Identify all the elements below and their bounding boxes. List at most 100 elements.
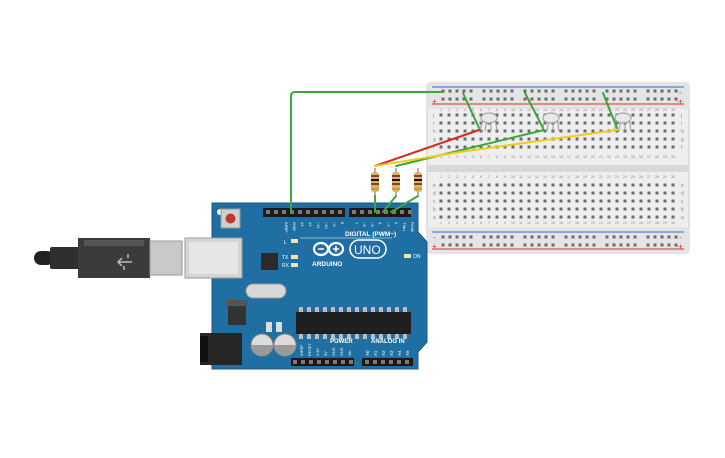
column-number-label: 3 [456,175,458,179]
header-pin-hole[interactable] [266,210,270,214]
header-pin-hole[interactable] [392,210,396,214]
breadboard-hole [655,137,659,141]
column-number-label: 4 [464,108,466,112]
resistor-2[interactable] [392,168,400,196]
header-pin-hole[interactable] [293,360,297,364]
breadboard-hole [439,215,443,219]
chip-pin [395,307,399,312]
header-pin-hole[interactable] [349,360,353,364]
rail-hole [646,243,650,247]
header-pin-hole[interactable] [330,210,334,214]
column-number-label: 25 [631,175,635,179]
header-pin-hole[interactable] [325,360,329,364]
breadboard-hole [495,113,499,117]
row-letter-label: e [681,183,684,189]
header-pin-hole[interactable] [306,210,310,214]
column-number-label: 3 [456,108,458,112]
wire-led1-gnd-green[interactable] [462,92,480,129]
breadboard-hole [615,207,619,211]
rail-hole [551,89,555,93]
row-letter-label: c [681,199,684,205]
header-pin-hole[interactable] [290,210,294,214]
header-pin-hole[interactable] [405,360,409,364]
header-pin-hole[interactable] [333,360,337,364]
header-pin-hole[interactable] [389,360,393,364]
breadboard-hole [559,121,563,125]
breadboard-hole [439,183,443,187]
breadboard-hole [543,207,547,211]
rail-hole [626,243,630,247]
usb-cable-icon[interactable] [34,238,183,278]
header-pin-hole[interactable] [400,210,404,214]
header-pin-hole[interactable] [309,360,313,364]
header-pin-hole[interactable] [274,210,278,214]
breadboard-hole [487,129,491,133]
rail-hole [523,243,527,247]
header-pin-hole[interactable] [376,210,380,214]
column-number-label: 24 [623,175,627,179]
header-pin-hole[interactable] [408,210,412,214]
digital-pin-label: 4 [378,222,383,225]
rail-hole [489,97,493,101]
analog-pin-label: A1 [373,350,378,356]
wire-gnd-green[interactable] [290,91,444,212]
header-pin-hole[interactable] [317,360,321,364]
wire-pin-green-3[interactable] [390,195,419,213]
breadboard-hole [647,137,651,141]
rgb-led-3[interactable] [613,112,632,132]
reset-button[interactable] [220,208,241,229]
wire-yellow-signal[interactable] [374,129,618,167]
breadboard-hole [543,145,547,149]
header-pin-hole[interactable] [322,210,326,214]
resistor-1[interactable] [371,168,379,196]
header-pin-hole[interactable] [338,210,342,214]
rail-hole [653,235,657,239]
breadboard-hole [487,137,491,141]
rail-hole [489,235,493,239]
rail-hole [551,97,555,101]
digital-header-pins [266,210,412,214]
header-pin-hole[interactable] [282,210,286,214]
header-pin-hole[interactable] [368,210,372,214]
column-number-label: 2 [448,221,450,225]
column-number-label: 27 [647,175,651,179]
breadboard-hole [591,113,595,117]
breadboard-hole [543,137,547,141]
rail-hole [537,235,541,239]
wire-pin-green-2[interactable] [382,195,397,213]
header-pin-hole[interactable] [365,360,369,364]
breadboard-hole [479,207,483,211]
header-pin-hole[interactable] [301,360,305,364]
rail-hole [537,97,541,101]
breadboard-hole [655,129,659,133]
resistor-3[interactable] [414,168,422,196]
header-pin-hole[interactable] [384,210,388,214]
led-on-label: ON [413,254,421,260]
breadboard-hole [455,207,459,211]
column-number-label: 9 [504,155,506,159]
header-pin-hole[interactable] [360,210,364,214]
breadboard-hole [447,113,451,117]
breadboard-hole [503,129,507,133]
rail-hole [564,235,568,239]
breadboard-hole [447,183,451,187]
column-number-label: 28 [655,155,659,159]
rgb-led-1[interactable] [479,112,498,132]
header-pin-hole[interactable] [397,360,401,364]
header-pin-hole[interactable] [341,360,345,364]
wire-green-signal[interactable] [395,129,545,167]
breadboard-hole [487,199,491,203]
header-pin-hole[interactable] [314,210,318,214]
wire-led3-gnd-green[interactable] [602,92,618,129]
header-pin-hole[interactable] [352,210,356,214]
wire-led2-gnd-green[interactable] [524,92,544,129]
rail-hole [626,235,630,239]
breadboard-hole [511,207,515,211]
header-pin-hole[interactable] [373,360,377,364]
wire-red-signal[interactable] [374,129,480,167]
rail-hole [571,97,575,101]
header-pin-hole[interactable] [381,360,385,364]
header-pin-hole[interactable] [298,210,302,214]
